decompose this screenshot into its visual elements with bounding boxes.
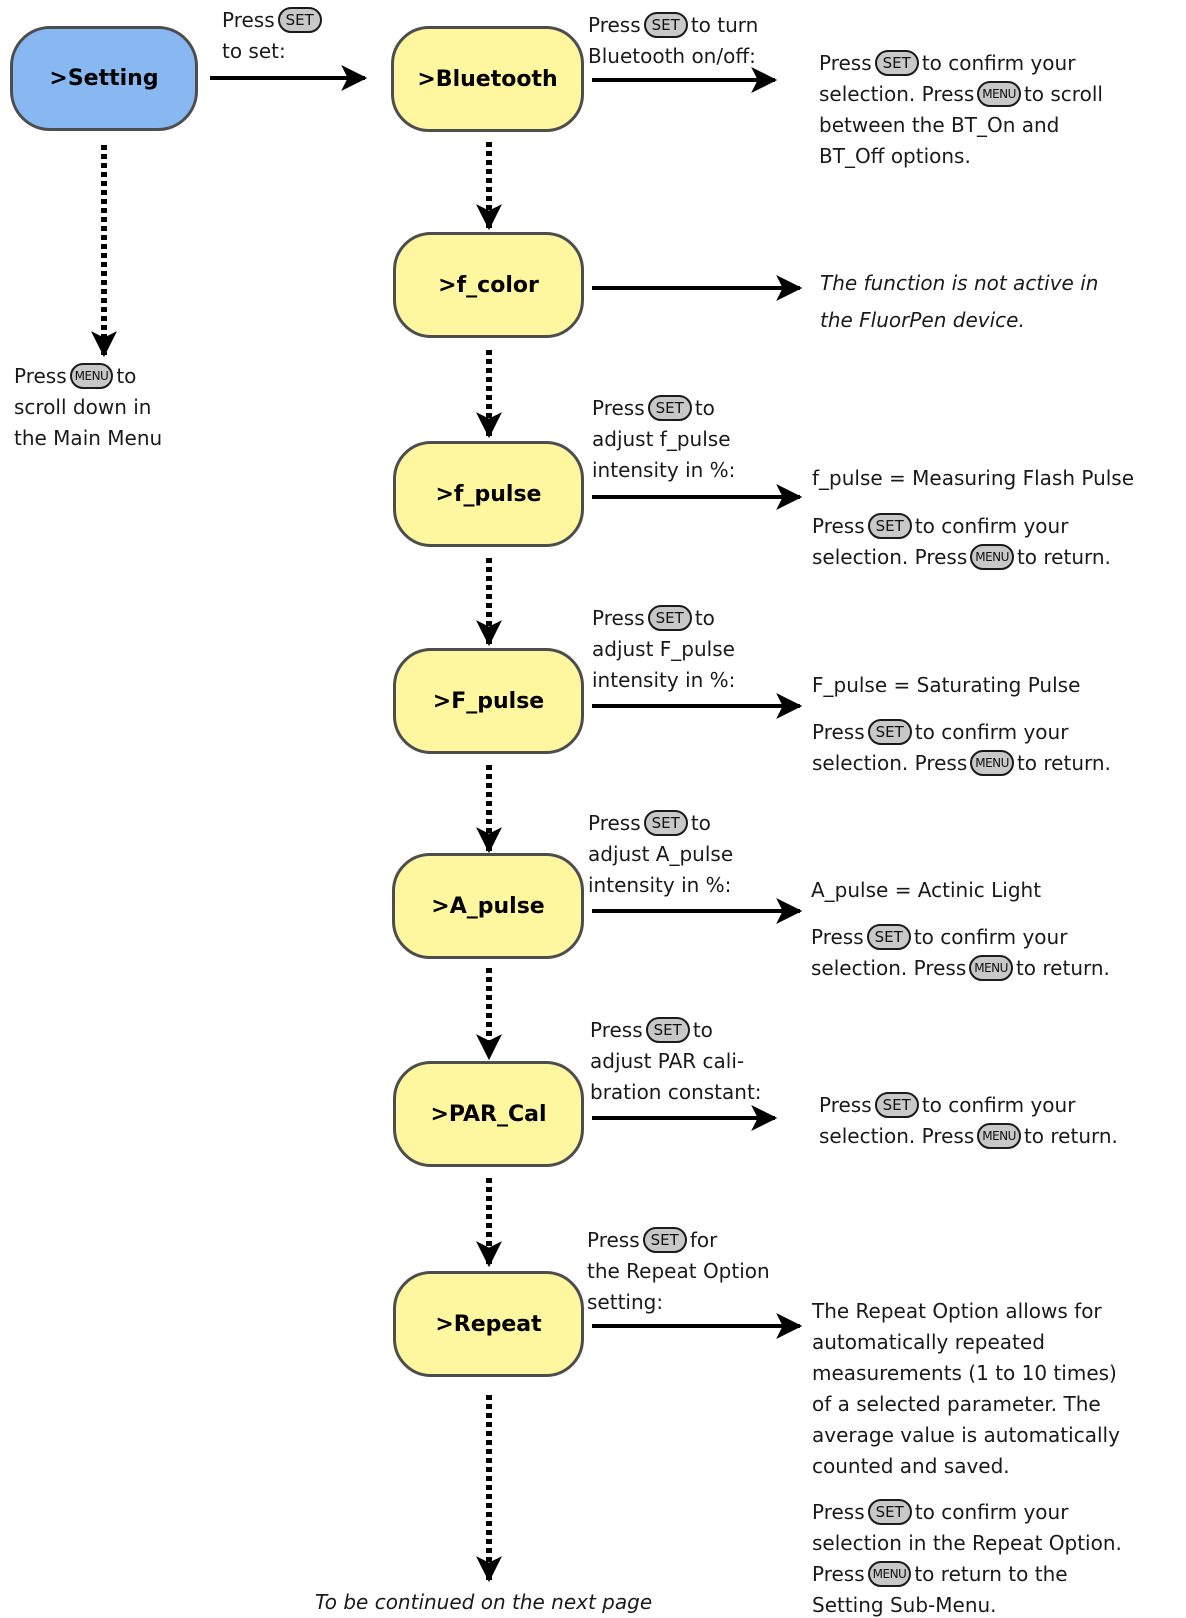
repeat-description: The Repeat Option allows for automatical… bbox=[812, 1299, 1120, 1478]
F-pulse-definition: F_pulse = Saturating Pulse bbox=[812, 673, 1081, 697]
menu-button-icon: MENU bbox=[977, 1122, 1021, 1149]
node-par-cal: >PAR_Cal bbox=[393, 1061, 584, 1167]
set-button-icon: SET bbox=[867, 718, 912, 745]
set-button-icon: SET bbox=[874, 1091, 919, 1118]
set-button-icon: SET bbox=[647, 394, 692, 421]
menu-button-icon: MENU bbox=[867, 1560, 912, 1587]
f-color-description: The function is not active in the FluorP… bbox=[820, 271, 1099, 332]
menu-button-icon: MENU bbox=[977, 80, 1021, 107]
set-button-icon: SET bbox=[874, 49, 919, 76]
set-button-icon: SET bbox=[642, 1226, 687, 1253]
menu-button-icon: MENU bbox=[969, 954, 1013, 981]
node-bluetooth: >Bluetooth bbox=[391, 26, 584, 132]
node-A-pulse: >A_pulse bbox=[392, 853, 584, 959]
f-pulse-definition: f_pulse = Measuring Flash Pulse bbox=[812, 466, 1135, 490]
A-pulse-definition: A_pulse = Actinic Light bbox=[811, 878, 1042, 902]
set-button-icon: SET bbox=[867, 512, 912, 539]
node-F-pulse: >F_pulse bbox=[393, 648, 584, 754]
set-button-icon: SET bbox=[866, 923, 911, 950]
set-button-icon: SET bbox=[643, 11, 688, 38]
continued-note: To be continued on the next page bbox=[315, 1590, 653, 1614]
set-button-icon: SET bbox=[643, 809, 688, 836]
set-button-icon: SET bbox=[645, 1016, 690, 1043]
node-setting: >Setting bbox=[10, 26, 198, 131]
menu-button-icon: MENU bbox=[69, 362, 114, 389]
menu-button-icon: MENU bbox=[970, 543, 1014, 570]
menu-button-icon: MENU bbox=[970, 749, 1014, 776]
node-repeat: >Repeat bbox=[393, 1271, 584, 1377]
set-button-icon: SET bbox=[277, 6, 322, 33]
set-button-icon: SET bbox=[867, 1498, 912, 1525]
node-f-pulse: >f_pulse bbox=[393, 441, 584, 547]
set-button-icon: SET bbox=[647, 604, 692, 631]
node-f-color: >f_color bbox=[393, 232, 584, 338]
